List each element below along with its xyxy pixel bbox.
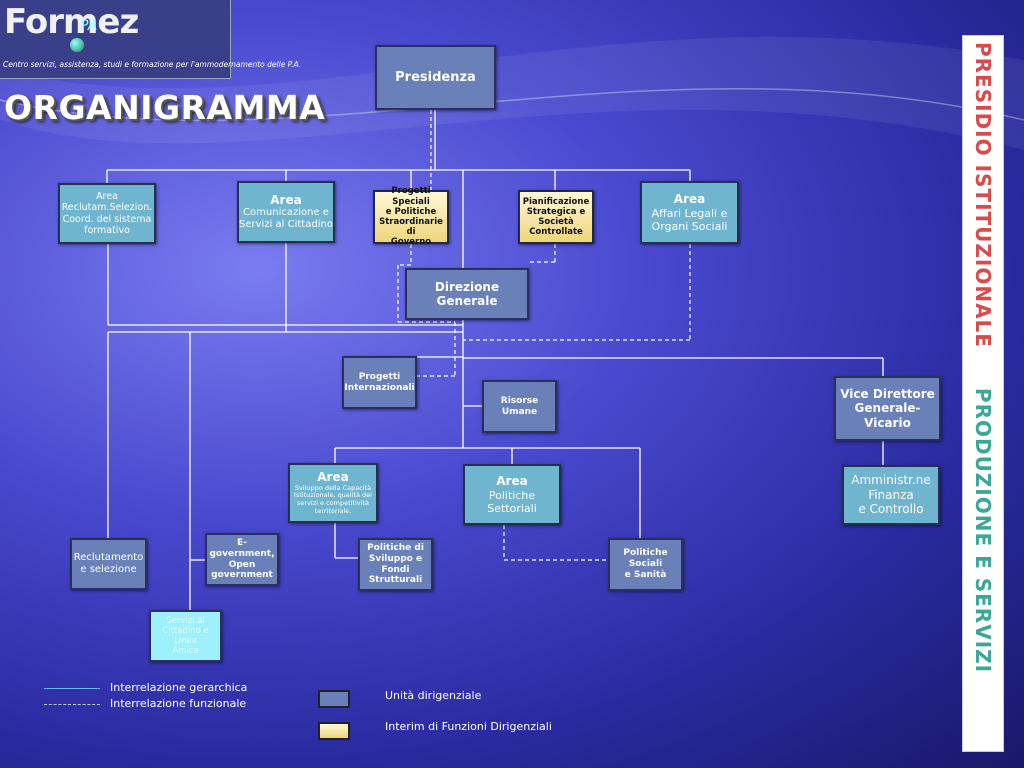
legend-hierarchical: Interrelazione gerarchica [110, 681, 248, 694]
node-area-sviluppo: Area Sviluppo della Capacità Istituziona… [288, 463, 378, 523]
node-line: Area [673, 192, 706, 207]
node-line: Strutturali [368, 575, 423, 586]
side-banner: PRESIDIO ISTITUZIONALE PRODUZIONE E SERV… [962, 35, 1004, 752]
node-line: government [211, 570, 273, 581]
legend-unit: Unità dirigenziale [385, 689, 482, 702]
node-line: Progetti Speciali [391, 186, 431, 207]
node-line: Servizi al [166, 615, 205, 626]
node-area-reclutam: Area Reclutam.Selezion. Coord. del siste… [58, 183, 156, 244]
node-line: Reclutam.Selezion. [61, 202, 153, 214]
node-servizi-cittadino: Servizi al Cittadino e Linea Amica [149, 610, 222, 662]
banner-presidio: PRESIDIO ISTITUZIONALE [971, 42, 995, 348]
node-line: Organi Sociali [651, 219, 728, 233]
legend-unit-swatch [318, 690, 350, 708]
legend-interim-swatch [318, 722, 350, 740]
logo-tagline: Centro servizi, assistenza, studi e form… [3, 60, 302, 69]
node-line: servizi e competitività [297, 499, 369, 508]
node-line: Sviluppo e Fondi [368, 553, 423, 575]
node-line: Governo [390, 237, 432, 248]
node-line: Società [538, 217, 574, 227]
node-line: Area [496, 474, 528, 489]
logo-suffix: PA [80, 18, 98, 34]
node-line: Politiche di [367, 542, 424, 553]
node-line: Comunicazione e [243, 207, 329, 219]
node-line: Internazionali [344, 382, 415, 393]
node-line: Reclutamento [73, 552, 144, 563]
node-line: Controllate [529, 227, 583, 238]
node-line: Affari Legali e [651, 206, 728, 220]
node-pianificazione: Pianificazione Strategica e Società Cont… [518, 190, 594, 244]
node-line: Settoriali [487, 501, 537, 515]
node-line: Generale- [854, 401, 921, 416]
node-line: Istituzionale, qualità dei [294, 491, 372, 500]
node-label: Direzione Generale [434, 279, 500, 308]
node-risorse-umane: Risorse Umane [482, 380, 557, 433]
node-line: E-government, [209, 537, 275, 559]
node-line: territoriale. [314, 506, 352, 515]
node-line: Finanza [868, 487, 914, 502]
node-vice-direttore: Vice Direttore Generale- Vicario [834, 376, 941, 441]
node-area-comunicazione: Area Comunicazione e Servizi al Cittadin… [237, 181, 335, 243]
node-presidenza: Presidenza [375, 45, 496, 110]
node-label: Risorse Umane [500, 395, 539, 417]
node-line: e selezione [80, 564, 137, 575]
node-egovernment: E-government, Open government [205, 533, 279, 586]
banner-produzione: PRODUZIONE E SERVIZI [971, 387, 995, 674]
node-line: Area [317, 470, 349, 485]
node-line: Vicario [864, 415, 911, 430]
node-line: e Politiche [385, 206, 437, 217]
node-line: Politiche Sociali [623, 548, 668, 570]
node-area-affari: Area Affari Legali e Organi Sociali [640, 181, 739, 244]
node-line: Vice Direttore [840, 386, 935, 401]
node-progetti-speciali: Progetti Speciali e Politiche Straordina… [373, 186, 449, 248]
node-line: e Sanità [624, 569, 667, 580]
formez-logo: Formez PA Centro servizi, assistenza, st… [0, 0, 301, 79]
logo-name: Formez [4, 2, 139, 42]
side-banner-text: PRESIDIO ISTITUZIONALE PRODUZIONE E SERV… [971, 42, 995, 673]
node-line: Amica [172, 646, 199, 657]
node-line: e Controllo [858, 502, 924, 517]
node-line: Sviluppo della Capacità [294, 483, 372, 492]
node-line: Cittadino e Linea [162, 625, 209, 646]
node-line: Strategica e [526, 206, 586, 217]
node-line: Amministr.ne [851, 473, 931, 488]
node-line: Progetti [358, 371, 401, 382]
node-line: Coord. del sistema [62, 213, 152, 225]
node-line: Pianificazione [522, 196, 590, 207]
node-progetti-internazionali: Progetti Internazionali [342, 356, 417, 409]
node-line: Politiche [488, 488, 536, 502]
node-line: formativo [84, 224, 130, 236]
node-line: Servizi al Cittadino [239, 219, 333, 231]
node-direzione-generale: Direzione Generale [405, 268, 529, 320]
node-line: Open [228, 559, 256, 570]
node-politiche-sociali: Politiche Sociali e Sanità [608, 538, 683, 591]
node-label: Presidenza [395, 69, 476, 85]
node-reclutamento: Reclutamento e selezione [70, 538, 147, 590]
logo-dot-icon [70, 38, 84, 52]
node-politiche-sviluppo: Politiche di Sviluppo e Fondi Struttural… [358, 538, 433, 591]
page-title: ORGANIGRAMMA [4, 88, 326, 127]
legend-dashed-line [44, 704, 100, 705]
node-area-politiche: Area Politiche Settoriali [463, 464, 561, 525]
node-amministrne: Amministr.ne Finanza e Controllo [842, 465, 940, 525]
node-line: Area [270, 192, 302, 207]
node-line: Area [96, 190, 118, 202]
legend-functional: Interrelazione funzionale [110, 697, 247, 710]
legend-solid-line [44, 688, 100, 689]
node-line: Straordinarie di [379, 217, 443, 238]
legend-interim: Interim di Funzioni Dirigenziali [385, 720, 552, 733]
